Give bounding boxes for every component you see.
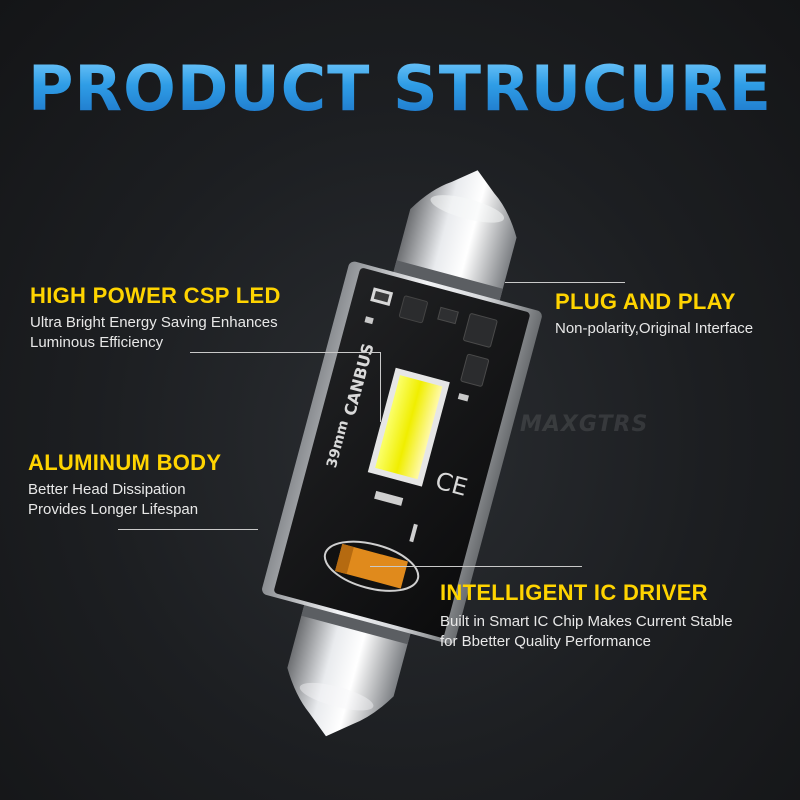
csp-led-chip (367, 367, 450, 487)
callout-text: Non-polarity,Original Interface (555, 320, 754, 337)
callout-text: for Bbetter Quality Performance (440, 633, 651, 650)
callout-heading: ALUMINUM BODY (28, 450, 222, 475)
callout-csp-led: HIGH POWER CSP LED Ultra Bright Energy S… (30, 283, 281, 353)
callout-heading: HIGH POWER CSP LED (30, 283, 281, 308)
leader-csp-led-vertical (380, 352, 381, 422)
smd-components (364, 287, 498, 402)
callout-text: Better Head Dissipation (28, 481, 186, 498)
leader-plug-and-play (505, 282, 625, 283)
callout-ic-driver: INTELLIGENT IC DRIVER Built in Smart IC … (440, 580, 733, 652)
callout-text: Ultra Bright Energy Saving Enhances (30, 314, 278, 331)
top-metal-cap (392, 170, 517, 303)
bottom-metal-cap (287, 602, 412, 737)
callout-heading: PLUG AND PLAY (555, 289, 736, 314)
page-title: PRODUCT STRUCURE (0, 52, 800, 125)
callout-heading: INTELLIGENT IC DRIVER (440, 580, 708, 605)
watermark-text: MAXGTRS (520, 412, 649, 437)
leader-ic-driver (370, 566, 582, 567)
leader-csp-led (190, 352, 380, 353)
callout-aluminum-body: ALUMINUM BODY Better Head Dissipation Pr… (28, 450, 221, 520)
solder-pad (374, 490, 404, 506)
callout-plug-and-play: PLUG AND PLAY Non-polarity,Original Inte… (555, 289, 753, 339)
polarity-mark (409, 523, 418, 543)
callout-text: Luminous Efficiency (30, 334, 164, 351)
callout-text: Provides Longer Lifespan (28, 501, 199, 518)
callout-text: Built in Smart IC Chip Makes Current Sta… (440, 613, 733, 630)
leader-aluminum-body (118, 529, 258, 530)
